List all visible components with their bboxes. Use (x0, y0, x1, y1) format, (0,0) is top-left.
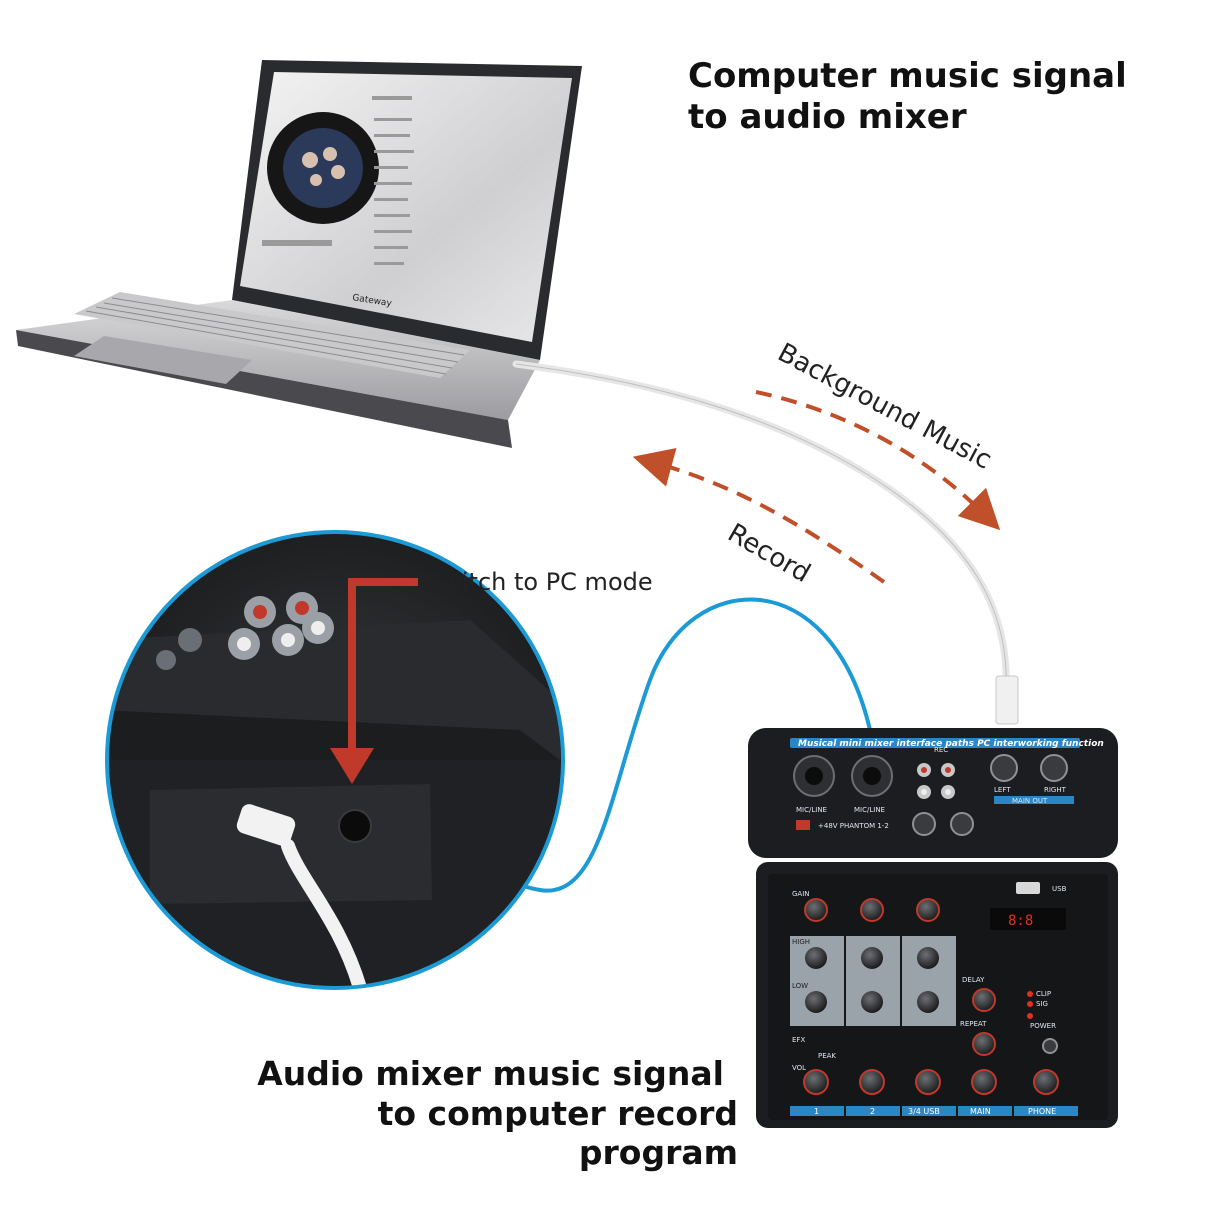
power-label: POWER (1030, 1022, 1056, 1030)
strip-3-4-label: 3/4 USB (908, 1107, 940, 1116)
peak-label: PEAK (818, 1052, 836, 1060)
clip-label: CLIP (1036, 990, 1051, 998)
audio-mixer: Musical mini mixer interface paths PC in… (748, 728, 1118, 1128)
usb-plug-mixer (995, 675, 1019, 725)
rec-rca: REC (912, 746, 974, 836)
record-label: Record (723, 518, 816, 589)
rec-label: REC (934, 746, 948, 754)
display-digits: 8:8 (1008, 913, 1033, 929)
input-1-label: MIC/LINE (796, 806, 827, 814)
headphone-jack[interactable] (1042, 1038, 1058, 1054)
display-screen (990, 908, 1066, 930)
phantom-label: +48V PHANTOM 1-2 (818, 822, 889, 830)
usb-cable-white (512, 360, 1010, 694)
gain-label: GAIN (792, 890, 810, 898)
background-music-arrow (755, 390, 1001, 531)
strip-label-bar (790, 1106, 1078, 1116)
bottom-caption-line2: to computer record program (377, 1093, 738, 1173)
strip-1-label: 1 (814, 1107, 819, 1116)
top-caption: Computer music signal to audio mixer (688, 56, 1127, 138)
laptop-deck (16, 300, 540, 420)
trackpad (74, 336, 252, 384)
knobs[interactable] (803, 898, 1059, 1095)
zoom-detail (105, 530, 565, 990)
input-2-label: MIC/LINE (854, 806, 885, 814)
pc-mode-pointer (330, 578, 418, 784)
usb-cable-zoom (281, 839, 367, 988)
main-out-label: MAIN OUT (1012, 797, 1048, 805)
usb-port[interactable] (1016, 882, 1040, 894)
keyboard (74, 292, 470, 378)
phantom-switch[interactable] (796, 820, 810, 830)
main-out-left-label: LEFT (994, 786, 1011, 794)
sig-label: SIG (1036, 1000, 1048, 1008)
efx-label: EFX (792, 1036, 805, 1044)
rca-jacks (156, 592, 334, 670)
low-label: LOW (792, 982, 808, 990)
main-out: LEFT RIGHT MAIN OUT (990, 754, 1074, 805)
strip-phone-label: PHONE (1028, 1107, 1056, 1116)
mixer-banner: Musical mini mixer interface paths PC in… (798, 739, 1104, 749)
bottom-caption-line1: Audio mixer music signal (257, 1054, 724, 1093)
high-label: HIGH (792, 938, 810, 946)
strip-main-label: MAIN (970, 1107, 991, 1116)
vol-label: VOL (792, 1064, 806, 1072)
indicator-leds (1027, 991, 1033, 1019)
playlist (262, 96, 414, 265)
switch-pc-mode-label: Switch to PC mode (427, 568, 653, 596)
mode-switch-button[interactable] (338, 809, 372, 843)
repeat-label: REPEAT (960, 1020, 987, 1028)
channel-strips (790, 936, 956, 1026)
usb-label: USB (1052, 885, 1067, 893)
xlr-inputs: MIC/LINE MIC/LINE +48V PHANTOM 1-2 (793, 755, 893, 830)
top-caption-line2: to audio mixer (688, 96, 967, 137)
bottom-caption: Audio mixer music signal to computer rec… (238, 1054, 738, 1173)
usb-plug-zoom (236, 804, 296, 846)
top-caption-line1: Computer music signal (688, 56, 1127, 96)
record-arrow (632, 447, 886, 584)
delay-label: DELAY (962, 976, 985, 984)
main-out-right-label: RIGHT (1044, 786, 1067, 794)
strip-2-label: 2 (870, 1107, 875, 1116)
laptop: Gateway (16, 60, 582, 448)
